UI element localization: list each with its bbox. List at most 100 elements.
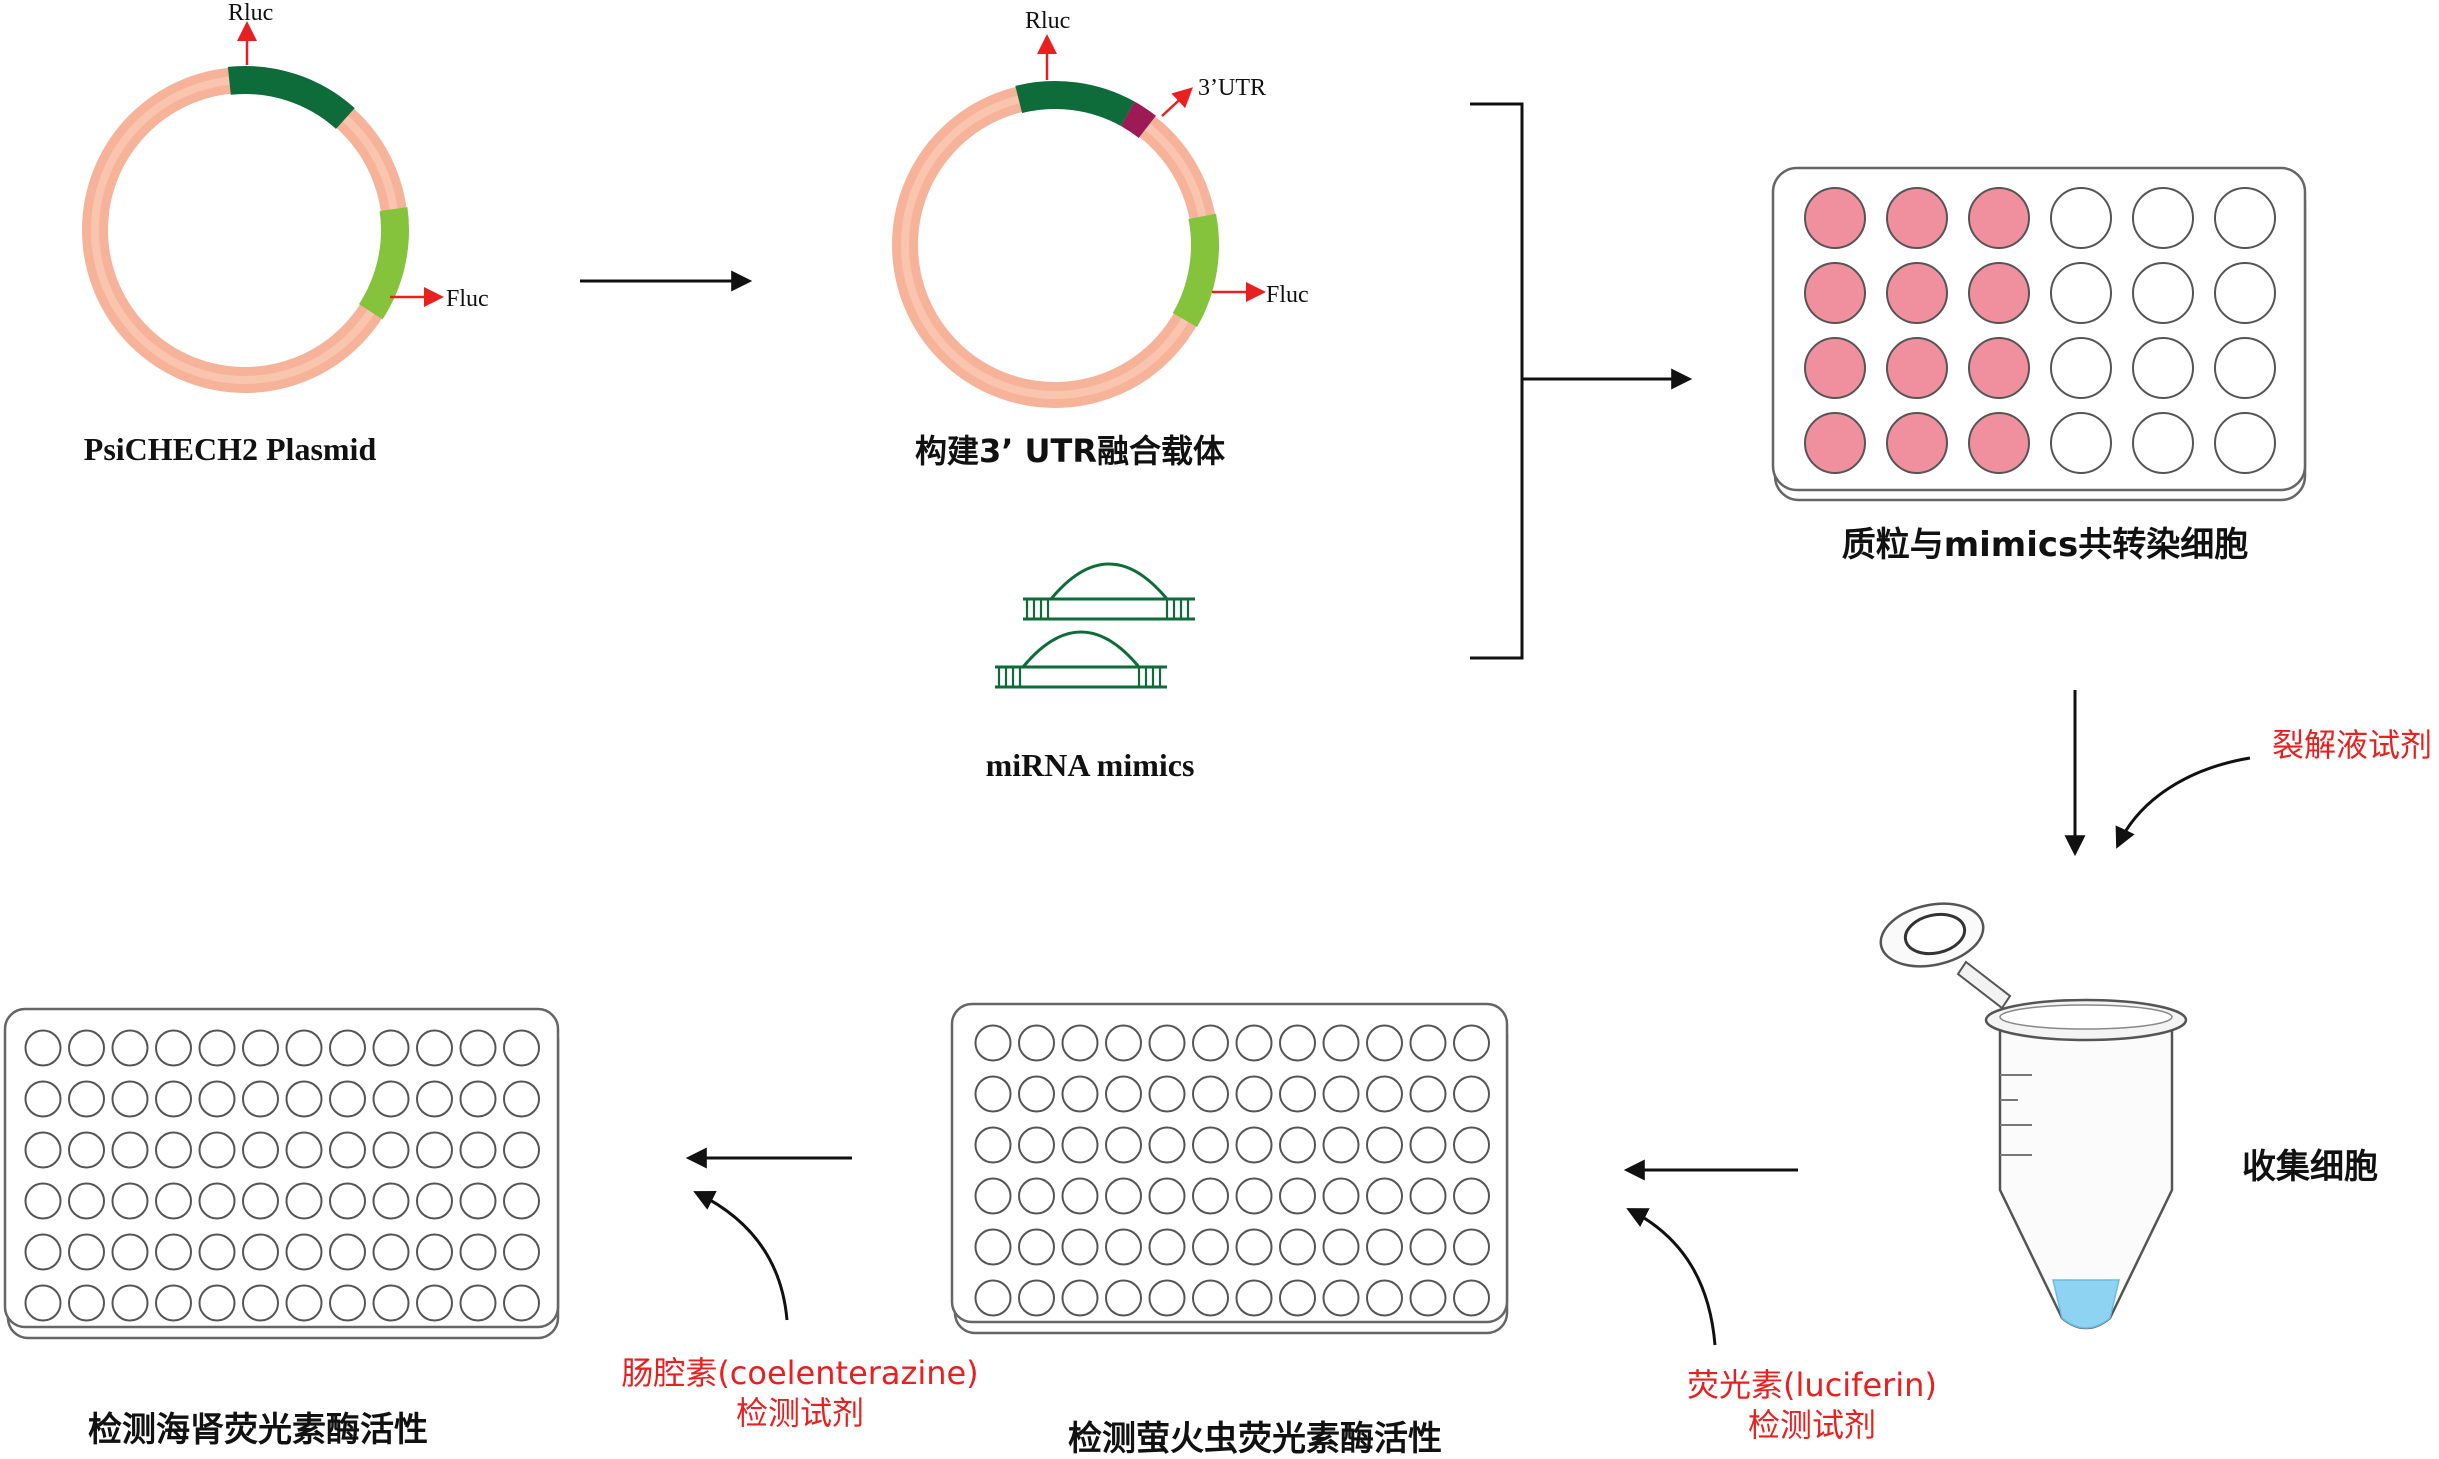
plate-well	[1409, 1279, 1447, 1317]
plate-well	[1192, 1075, 1229, 1113]
plate-well	[459, 1233, 497, 1271]
plate-well	[372, 1182, 410, 1220]
luciferin-reagent-label: 荧光素(luciferin)	[1687, 1366, 1937, 1404]
plate-well	[1061, 1075, 1099, 1113]
plate-well	[1366, 1075, 1403, 1113]
plate-well	[503, 1029, 540, 1067]
plate-well	[416, 1080, 453, 1118]
plate-well	[1453, 1075, 1490, 1113]
plate-well	[1453, 1024, 1490, 1062]
plate-well	[1061, 1177, 1099, 1215]
plate-well	[111, 1284, 149, 1322]
plate-well	[1322, 1279, 1360, 1317]
plate-well	[416, 1284, 453, 1322]
luciferin-reagent-arrow	[1626, 1208, 1717, 1346]
plate-well	[1366, 1024, 1403, 1062]
plate-well	[68, 1284, 105, 1322]
plate-well	[329, 1233, 366, 1271]
plate-well	[1409, 1228, 1447, 1266]
plate-well	[974, 1177, 1012, 1215]
plate-well	[1148, 1126, 1186, 1164]
plate-well	[1409, 1024, 1447, 1062]
plate-well	[1968, 187, 2030, 249]
plate-well	[1968, 337, 2030, 399]
plate-well	[24, 1233, 62, 1271]
plate-well	[372, 1029, 410, 1067]
plate-well	[1322, 1228, 1360, 1266]
plate-well	[459, 1284, 497, 1322]
plate-well	[1453, 1279, 1490, 1317]
plate-well	[24, 1029, 62, 1067]
plate-well	[1018, 1126, 1055, 1164]
plate-well	[1235, 1126, 1273, 1164]
plate-well	[1105, 1177, 1142, 1215]
plate-well	[503, 1233, 540, 1271]
plate-well	[1061, 1126, 1099, 1164]
plate-well	[1105, 1075, 1142, 1113]
plate-well	[111, 1233, 149, 1271]
plate-well	[1235, 1177, 1273, 1215]
plate-well	[1886, 187, 1948, 249]
plate-well	[68, 1182, 105, 1220]
plate-well	[1192, 1228, 1229, 1266]
plate-well	[1018, 1177, 1055, 1215]
plate-well	[198, 1029, 236, 1067]
plate-well	[1148, 1228, 1186, 1266]
plate-well	[503, 1080, 540, 1118]
plate-well	[974, 1228, 1012, 1266]
plate-well	[503, 1284, 540, 1322]
lysis-reagent-label: 裂解液试剂	[2272, 726, 2432, 764]
plate-well	[1279, 1228, 1316, 1266]
plate-well	[24, 1080, 62, 1118]
plate-well	[155, 1029, 192, 1067]
plate-well	[2132, 337, 2194, 399]
plate-well	[459, 1080, 497, 1118]
plate-well	[1804, 187, 1866, 249]
plate-well	[1192, 1024, 1229, 1062]
plate-well	[1061, 1024, 1099, 1062]
plate-well	[1279, 1279, 1316, 1317]
plate-well	[1018, 1024, 1055, 1062]
plate-well	[459, 1131, 497, 1169]
plate-well	[1886, 262, 1948, 324]
microcentrifuge-tube	[1879, 902, 2188, 1330]
plate-well	[242, 1029, 279, 1067]
plate-well	[1018, 1279, 1055, 1317]
plate-well	[68, 1233, 105, 1271]
plate-well	[372, 1131, 410, 1169]
plate-well	[2214, 187, 2276, 249]
plate-well	[285, 1284, 323, 1322]
plate-well	[111, 1182, 149, 1220]
plate-well	[1322, 1126, 1360, 1164]
plate-well	[416, 1182, 453, 1220]
rluc-label: Rluc	[228, 0, 273, 26]
plate-well	[2132, 187, 2194, 249]
utr-segment	[1120, 101, 1156, 138]
plate-well	[1061, 1228, 1099, 1266]
plate-well	[1453, 1228, 1490, 1266]
plate-well	[1366, 1177, 1403, 1215]
plate-well	[1886, 412, 1948, 474]
plate-well	[198, 1182, 236, 1220]
plate-well	[1018, 1075, 1055, 1113]
rluc-segment	[1015, 81, 1135, 127]
mirna-mimics-icon	[995, 562, 1195, 689]
plate-well	[285, 1131, 323, 1169]
plate-well	[1061, 1279, 1099, 1317]
plate-well	[1279, 1126, 1316, 1164]
utr-label: 3’UTR	[1198, 75, 1266, 101]
plate-well	[2050, 337, 2112, 399]
plate-24-well	[1771, 166, 2307, 502]
plate-well	[1105, 1279, 1142, 1317]
plate-well	[155, 1284, 192, 1322]
plate-well	[285, 1182, 323, 1220]
luciferin-reagent-label-2: 检测试剂	[1748, 1406, 1876, 1444]
plate-well	[68, 1080, 105, 1118]
plate-well	[1235, 1024, 1273, 1062]
plate-well	[1453, 1177, 1490, 1215]
plate-well	[1804, 412, 1866, 474]
plate-well	[1148, 1177, 1186, 1215]
plate-well	[1409, 1126, 1447, 1164]
